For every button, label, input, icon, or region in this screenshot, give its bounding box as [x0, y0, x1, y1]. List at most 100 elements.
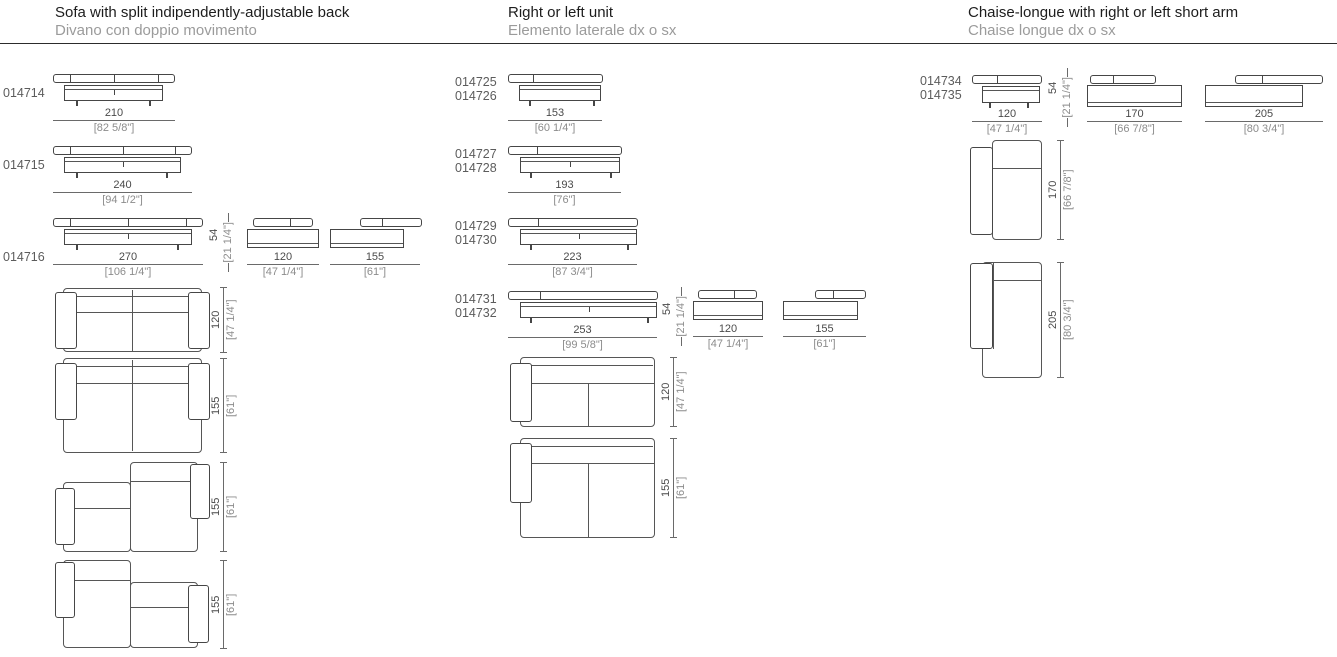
- plan-view-sofa-left-reclined: [55, 560, 210, 649]
- front-view-sofa-240: [53, 144, 192, 180]
- back-cushion-bar: [815, 290, 866, 299]
- dim-cm: 170: [1125, 108, 1144, 120]
- dim-cm: 54: [661, 302, 673, 316]
- side-view-depth-155: [783, 288, 867, 322]
- left-armrest: [510, 363, 532, 422]
- dimension-line: [53, 264, 203, 265]
- dimension-line: [1066, 68, 1068, 77]
- dim-cm: 253: [573, 324, 592, 336]
- back-cushion-bar: [508, 74, 603, 83]
- sofa-leg: [989, 103, 991, 108]
- dimension-line: [508, 337, 657, 338]
- height-dimension: 54 [21 1/4"]: [207, 213, 235, 272]
- dimension-line: [220, 287, 227, 353]
- dim-inches: [21 1/4"]: [222, 222, 234, 263]
- dim-inches: [94 1/2"]: [102, 194, 143, 206]
- dim-cm: 155: [210, 396, 222, 415]
- dimension-line: [227, 213, 229, 222]
- dim-cm: 120: [660, 382, 672, 402]
- dimension-line: [680, 336, 682, 346]
- back-cushion-bar: [698, 290, 757, 299]
- sofa-body: [520, 157, 620, 173]
- seat-front-line: [532, 383, 654, 384]
- dim-inches: [106 1/4"]: [104, 266, 152, 278]
- right-armrest: [188, 585, 209, 643]
- dim-cm: 240: [113, 179, 132, 191]
- dim-cm: 153: [545, 107, 565, 119]
- dimension-line: [220, 560, 227, 649]
- sofa-body: [783, 301, 858, 320]
- front-view-unit-153: [508, 72, 603, 108]
- dim-inches: [61"]: [225, 394, 237, 417]
- dim-inches: [82 5/8"]: [93, 122, 135, 134]
- chaise-body: [1205, 85, 1303, 107]
- dim-inches: [61"]: [813, 338, 836, 350]
- depth-dimension: 155 [61"]: [659, 438, 688, 538]
- left-armrest: [510, 443, 532, 503]
- dim-cm: 223: [563, 251, 582, 263]
- width-dimension: 120 [47 1/4"]: [972, 108, 1042, 135]
- column-title: Chaise-longue with right or left short a…: [968, 4, 1239, 21]
- product-code: 014725: [455, 75, 497, 89]
- front-view-sofa-270: [53, 216, 203, 252]
- depth-dimension: 155 [61"]: [209, 358, 238, 453]
- left-armrest: [970, 263, 993, 349]
- dimension-line: [1087, 121, 1182, 122]
- backrest-line: [131, 481, 197, 482]
- sofa-leg: [76, 173, 78, 178]
- product-code: 014727: [455, 147, 497, 161]
- dim-cm: 205: [1254, 108, 1274, 120]
- column-header-sofa: Sofa with split indipendently-adjustable…: [55, 4, 349, 39]
- chaise-body: [1087, 85, 1182, 107]
- sofa-body: [64, 157, 181, 173]
- depth-dimension: 155 [61"]: [209, 560, 238, 649]
- seat-split-line: [132, 360, 133, 451]
- height-dimension: 54 [21 1/4"]: [660, 287, 688, 346]
- product-code: 014716: [3, 250, 45, 264]
- depth-dimension: 155 [61"]: [330, 251, 420, 278]
- width-dimension: 153 [60 1/4"]: [508, 107, 602, 134]
- width-dimension: 193 [76"]: [508, 179, 621, 206]
- dimension-line: [220, 358, 227, 453]
- seat-front-line: [983, 280, 1041, 281]
- sofa-leg: [1027, 103, 1029, 108]
- sofa-leg: [76, 101, 78, 106]
- dim-inches: [47 1/4"]: [225, 299, 237, 341]
- back-cushion-bar: [53, 146, 192, 155]
- dim-inches: [66 7/8"]: [1114, 123, 1155, 135]
- back-cushion-bar: [253, 218, 313, 227]
- seat-split-line: [132, 290, 133, 351]
- right-armrest: [188, 292, 210, 349]
- dimension-line: [508, 120, 602, 121]
- dimension-line: [247, 264, 319, 265]
- plan-view-unit-upright: [510, 357, 655, 427]
- width-dimension: 210 [82 5/8"]: [53, 107, 175, 134]
- header-divider: [0, 43, 1337, 44]
- column-subtitle: Elemento laterale dx o sx: [508, 22, 677, 39]
- front-view-chaise-120: [972, 73, 1042, 109]
- sofa-body: [64, 85, 163, 101]
- product-code: 014732: [455, 306, 497, 320]
- dim-cm: 155: [660, 478, 672, 498]
- sofa-leg: [627, 245, 629, 250]
- product-code: 014726: [455, 89, 497, 103]
- sofa-body: [520, 229, 637, 245]
- sofa-body: [330, 229, 404, 248]
- dim-cm: 120: [997, 108, 1017, 120]
- sofa-leg: [177, 245, 179, 250]
- side-view-depth-120: [247, 216, 319, 250]
- side-view-depth-155: [330, 216, 422, 250]
- dim-cm: 54: [208, 228, 220, 242]
- dim-inches: [80 3/4"]: [1062, 299, 1074, 341]
- dim-cm: 270: [118, 251, 138, 263]
- column-title: Right or left unit: [508, 4, 614, 21]
- column-subtitle: Chaise longue dx o sx: [968, 22, 1116, 39]
- back-cushion-bar: [1090, 75, 1156, 84]
- plan-view-chaise-reclined: [970, 261, 1042, 378]
- dimension-line: [330, 264, 420, 265]
- depth-dimension: 205 [80 3/4"]: [1046, 262, 1075, 378]
- dim-inches: [21 1/4"]: [675, 296, 687, 337]
- dim-inches: [99 5/8"]: [562, 339, 603, 351]
- width-dimension: 270 [106 1/4"]: [53, 251, 203, 278]
